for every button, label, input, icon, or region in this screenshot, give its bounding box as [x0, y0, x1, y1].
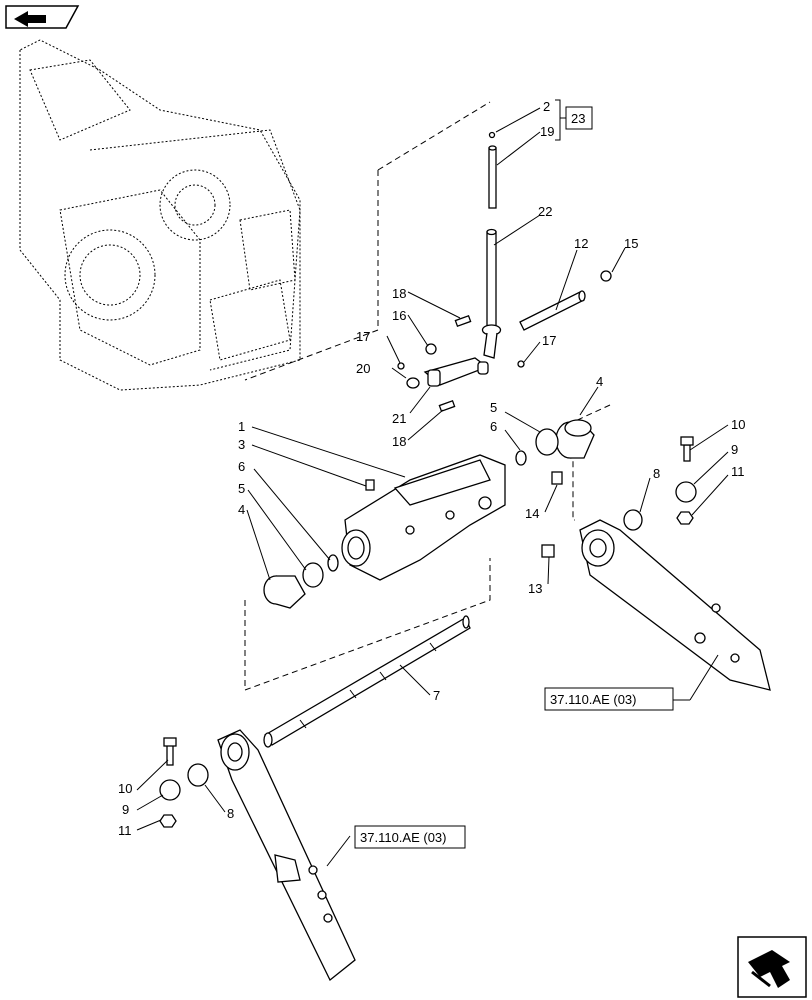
- callout-4-right: 4: [596, 374, 603, 389]
- callout-21: 21: [392, 411, 406, 426]
- callout-18-top: 18: [392, 286, 406, 301]
- o-ring-15: [600, 270, 612, 282]
- callout-7: 7: [433, 688, 440, 703]
- shaft-12: [519, 290, 586, 331]
- book-arrow-icon[interactable]: [5, 5, 80, 29]
- callout-13: 13: [528, 581, 542, 596]
- spacer-9-right: [675, 481, 697, 503]
- callout-6-right: 6: [490, 419, 497, 434]
- lift-arm-left: [217, 729, 356, 982]
- clip-17-left: [397, 362, 405, 370]
- bushing-8-right: [623, 509, 643, 531]
- pin-14: [551, 471, 563, 485]
- callout-17-left: 17: [356, 329, 370, 344]
- callout-14: 14: [525, 506, 539, 521]
- callout-16: 16: [392, 308, 406, 323]
- bushing-4-right: [555, 419, 595, 459]
- callout-4-left: 4: [238, 502, 245, 517]
- leader-lines: [136, 107, 729, 867]
- bushing-8-left: [187, 763, 209, 787]
- pin-22: [481, 228, 502, 359]
- callout-2: 2: [543, 99, 550, 114]
- bushing-16: [425, 343, 437, 355]
- callout-9-left: 9: [122, 802, 129, 817]
- ref-label-right[interactable]: 37.110.AE (03): [550, 692, 636, 707]
- spacer-9-left: [159, 779, 181, 801]
- nut-13: [541, 544, 555, 558]
- lift-arm-right: [579, 519, 771, 691]
- pin-19: [488, 131, 497, 209]
- callout-8-left: 8: [227, 806, 234, 821]
- callout-11-right: 11: [731, 464, 745, 479]
- bushing-20: [406, 377, 420, 389]
- callout-10-left: 10: [118, 781, 132, 796]
- callout-18-bottom: 18: [392, 434, 406, 449]
- callout-10-right: 10: [731, 417, 745, 432]
- callout-23: 23: [571, 111, 585, 126]
- pin-18-top: [454, 314, 472, 328]
- callout-8-right: 8: [653, 466, 660, 481]
- callout-5-left: 5: [238, 481, 245, 496]
- nut-11-left: [159, 814, 177, 828]
- callout-20: 20: [356, 361, 370, 376]
- callout-labels: 2 19 23 22 12 15 18 16 17 17 20 21 18 1 …: [118, 99, 745, 838]
- callout-17-right: 17: [542, 333, 556, 348]
- bushing-5-left: [302, 562, 324, 588]
- callout-23-box: [565, 106, 593, 130]
- callout-15: 15: [624, 236, 638, 251]
- plug-3: [365, 479, 375, 491]
- callout-6-left: 6: [238, 459, 245, 474]
- ref-label-left[interactable]: 37.110.AE (03): [360, 830, 446, 845]
- callout-3: 3: [238, 437, 245, 452]
- bracket-23: [555, 99, 566, 141]
- clip-17-right: [517, 360, 525, 368]
- callout-5-right: 5: [490, 400, 497, 415]
- lever-assembly-21: [423, 357, 489, 387]
- seal-6-right: [515, 450, 527, 466]
- callout-9-right: 9: [731, 442, 738, 457]
- callout-1: 1: [238, 419, 245, 434]
- bolt-10-right: [680, 436, 694, 462]
- callout-22: 22: [538, 204, 552, 219]
- lift-housing-1: [341, 454, 506, 581]
- callout-19: 19: [540, 124, 554, 139]
- bushing-5-right: [535, 428, 559, 456]
- shaft-7: [263, 615, 471, 748]
- pin-18-bottom: [438, 399, 456, 413]
- transmission-housing: [19, 39, 301, 391]
- bolt-10-left: [163, 737, 177, 766]
- ref-box-left[interactable]: [354, 825, 466, 849]
- callout-12: 12: [574, 236, 588, 251]
- callout-11-left: 11: [118, 823, 132, 838]
- bushing-4-left: [263, 575, 306, 609]
- ref-box-right[interactable]: [544, 687, 674, 711]
- seal-6-left: [327, 554, 339, 572]
- next-page-arrow-icon[interactable]: [737, 936, 807, 998]
- nut-11-right: [676, 511, 694, 525]
